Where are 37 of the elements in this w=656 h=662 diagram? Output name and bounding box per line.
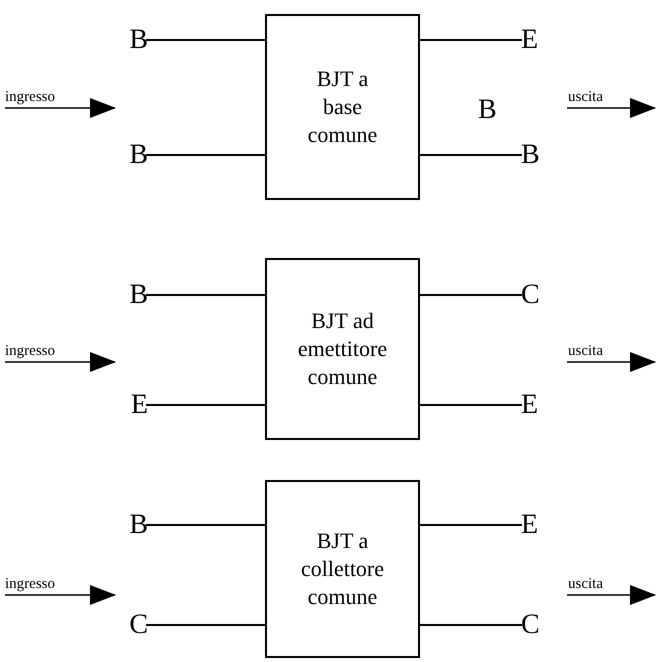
terminal-label: E (521, 22, 561, 58)
connection-line (146, 524, 265, 526)
signal-label: ingresso (5, 342, 55, 360)
signal-label: uscita (568, 88, 603, 106)
terminal-label: E (521, 387, 561, 423)
terminal-label: C (108, 607, 148, 643)
connection-line (146, 154, 265, 156)
terminal-label: E (521, 507, 561, 543)
connection-line (146, 404, 265, 406)
terminal-label: E (108, 387, 148, 423)
signal-label: ingresso (5, 88, 55, 106)
connection-line (420, 624, 522, 626)
transistor-block (265, 480, 420, 658)
block-title: BJT a base comune (306, 65, 378, 149)
terminal-label: B (108, 507, 148, 543)
connection-line (420, 524, 522, 526)
signal-label: uscita (568, 342, 603, 360)
connection-line (146, 294, 265, 296)
terminal-label: B (108, 137, 148, 173)
connection-line (146, 624, 265, 626)
terminal-label: B (521, 137, 561, 173)
connection-line (420, 39, 522, 41)
terminal-label: C (521, 607, 561, 643)
transistor-block (265, 258, 420, 440)
signal-label: ingresso (5, 575, 55, 593)
block-title: BJT ad emettitore comune (296, 307, 388, 391)
terminal-label: B (478, 96, 497, 124)
connection-line (420, 404, 522, 406)
block-title: BJT a collettore comune (300, 527, 386, 611)
terminal-label: B (108, 277, 148, 313)
terminal-label: C (521, 277, 561, 313)
connection-line (146, 39, 265, 41)
signal-label: uscita (568, 575, 603, 593)
terminal-label: B (108, 22, 148, 58)
transistor-block (265, 14, 420, 200)
connection-line (420, 294, 522, 296)
connection-line (420, 154, 522, 156)
